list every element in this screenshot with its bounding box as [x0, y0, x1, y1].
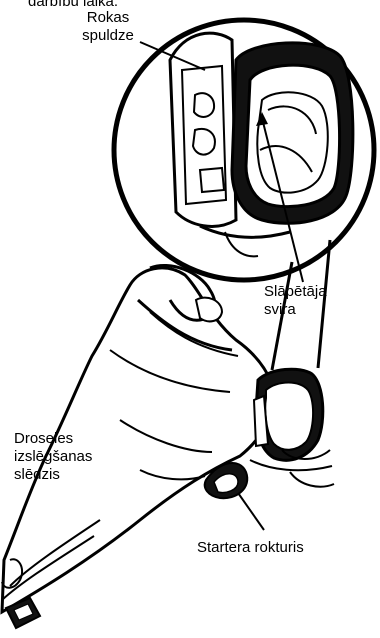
throttle-label-line2: izslēgšanas [14, 448, 92, 466]
throttle-label-line3: slēdzis [14, 466, 92, 484]
throttle-label: Droseles izslēgšanas slēdzis [14, 430, 92, 484]
primer-label: Rokas spuldze [58, 9, 158, 45]
primer-label-line1: Rokas [58, 9, 158, 27]
starter-label: Startera rokturis [197, 539, 304, 557]
choke-label-line1: Slāpētāja [264, 283, 327, 301]
starter-leader-line [236, 490, 264, 530]
primer-label-line2: spuldze [58, 27, 158, 45]
choke-label-line2: svira [264, 301, 327, 319]
choke-label: Slāpētāja svira [264, 283, 327, 319]
throttle-label-line1: Droseles [14, 430, 92, 448]
